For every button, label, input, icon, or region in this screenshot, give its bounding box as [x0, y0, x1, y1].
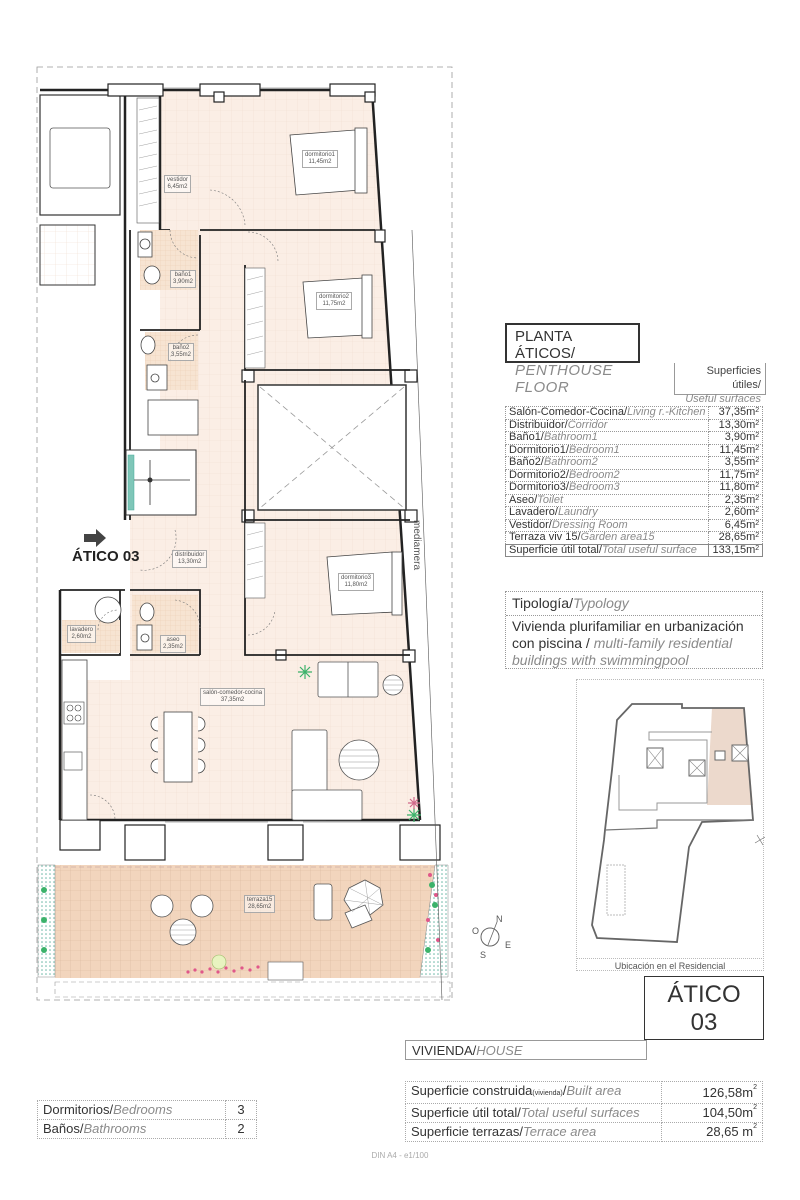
- compass-e: E: [505, 940, 512, 950]
- location-map: [576, 679, 766, 971]
- floor-title-box: PLANTA ÁTICOS/ PENTHOUSE FLOOR: [505, 323, 640, 396]
- unit-highlight: [707, 708, 753, 805]
- house-label-box: VIVIENDA/HOUSE: [405, 1040, 647, 1060]
- table-row: Superficie útil total/Total useful surfa…: [405, 1103, 763, 1123]
- location-map-caption: Ubicación en el Residencial: [576, 958, 764, 971]
- compass-s: S: [480, 950, 487, 960]
- medianera-label: mediamera: [411, 520, 422, 571]
- floor-title-es: PLANTA ÁTICOS/: [515, 328, 576, 362]
- typology-box: Tipología/Typology Vivienda plurifamilia…: [505, 591, 763, 669]
- plot-boundary: [36, 66, 453, 1001]
- floor-title-en: PENTHOUSE FLOOR: [515, 362, 613, 396]
- compass-n: N: [496, 914, 503, 924]
- house-summary-table: Superficie construida(vivienda)/Built ar…: [405, 1081, 763, 1142]
- unit-plan-label: ÁTICO 03: [72, 548, 140, 565]
- useful-surfaces-header: Superficies útiles/ Useful surfaces: [674, 363, 766, 405]
- scale-note: DIN A4 - e1/100: [371, 1151, 429, 1160]
- table-row: Superficie construida(vivienda)/Built ar…: [405, 1081, 763, 1104]
- total-row: Superficie útil total/Total useful surfa…: [504, 543, 764, 557]
- compass-o: O: [472, 926, 480, 936]
- compass-icon: [480, 921, 500, 947]
- unit-id-box: ÁTICO 03: [644, 976, 764, 1040]
